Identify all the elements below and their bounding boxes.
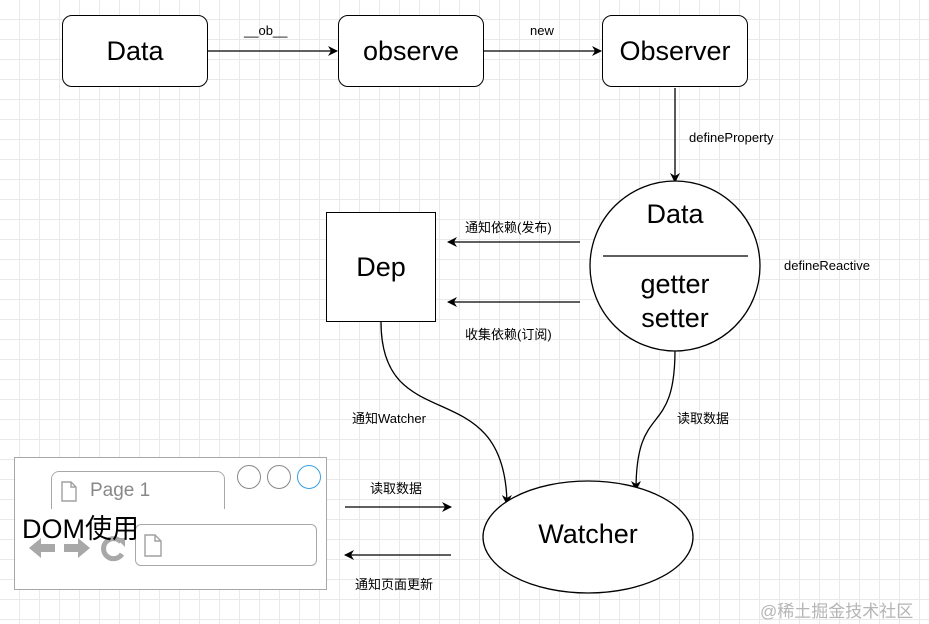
page-icon [61, 481, 77, 502]
address-bar [135, 524, 317, 566]
edge-label-new: new [530, 23, 554, 38]
window-control-icon [297, 465, 321, 489]
window-control-icon [267, 465, 291, 489]
observer-node-label: Observer [619, 35, 731, 66]
observer-node: Observer [602, 15, 748, 87]
edge-label-read-data-right: 读取数据 [677, 411, 730, 426]
watermark: @稀土掘金技术社区 [760, 602, 914, 621]
data-node-label: Data [106, 35, 164, 66]
edge-label-read-data-dom: 读取数据 [370, 481, 423, 496]
data-circle [589, 180, 761, 352]
edge-label-ob: __ob__ [244, 23, 288, 38]
dep-node-label: Dep [356, 251, 406, 282]
watcher-ellipse [482, 480, 694, 594]
edge-label-notify-watcher: 通知Watcher [352, 411, 426, 426]
watcher-node-label: Watcher [538, 519, 638, 549]
edge-data-watcher [631, 349, 676, 491]
edge-label-define-property: defineProperty [689, 130, 774, 145]
dom-usage-label: DOM使用 [22, 514, 139, 544]
browser-tab-label: Page 1 [90, 480, 151, 501]
edge-label-notify-deps: 通知依赖(发布) [465, 220, 552, 235]
data-circle-getter: getter [640, 269, 710, 299]
observe-node: observe [338, 15, 484, 87]
data-circle-title: Data [646, 199, 704, 229]
observe-node-label: observe [362, 35, 460, 66]
window-control-icon [237, 465, 261, 489]
page-icon [144, 534, 162, 557]
browser-window: Page 1 [14, 457, 327, 590]
edge-label-collect-deps: 收集依赖(订阅) [465, 327, 552, 342]
dep-node: Dep [326, 212, 436, 322]
edge-dep-watcher [380, 321, 512, 505]
browser-tab: Page 1 [51, 471, 225, 509]
forward-arrow-icon [64, 538, 90, 558]
data-circle-setter: setter [641, 303, 709, 333]
edge-label-notify-page-update: 通知页面更新 [355, 577, 434, 592]
data-node: Data [62, 15, 208, 87]
edge-label-define-reactive: defineReactive [784, 258, 870, 273]
back-arrow-icon [29, 538, 55, 558]
reload-icon [101, 536, 125, 562]
